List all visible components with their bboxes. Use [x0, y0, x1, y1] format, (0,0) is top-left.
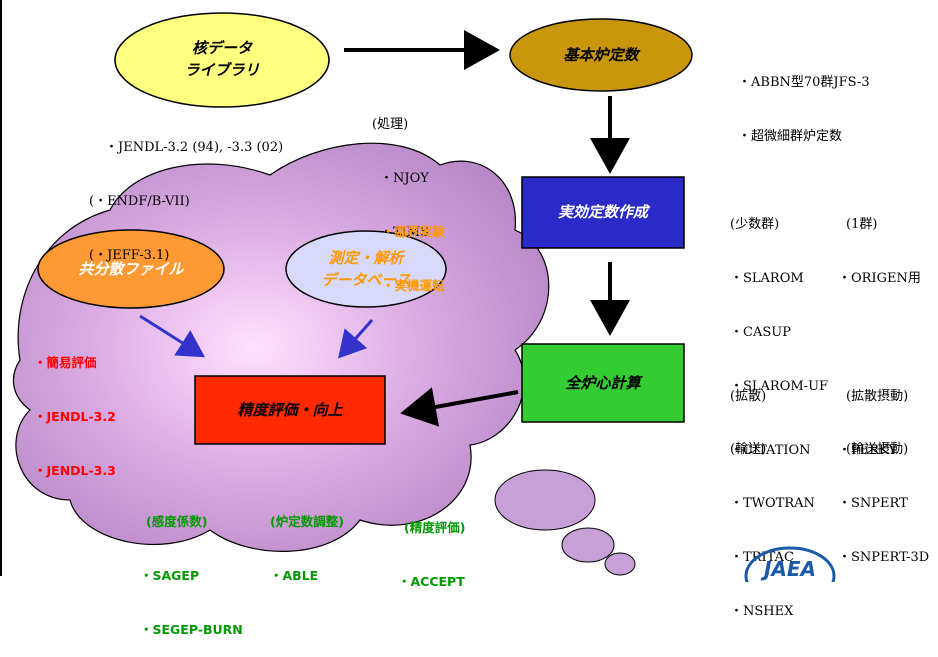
diffusion-perturb-note: (拡散摂動) ・PERKY	[838, 352, 908, 478]
transport-line3: ・TRITAC	[730, 550, 794, 565]
few-group-line3: ・CASUP	[730, 325, 791, 340]
node-effective-constants	[521, 176, 685, 249]
node-basic-constants	[509, 18, 693, 92]
arrow-db-to-accuracy	[338, 319, 374, 359]
left-border	[0, 0, 12, 576]
sensitivity-line2: ・SAGEP	[140, 568, 200, 583]
sensitivity-note: (感度係数) ・SAGEP ・SEGEP-BURN	[140, 477, 243, 657]
node-effective-constants-label: 実効定数作成	[557, 203, 648, 221]
critical-line2: ・実機運転	[382, 278, 445, 293]
transport-perturb-line1: (輸送摂動)	[846, 442, 909, 457]
diffusion-line1: (拡散)	[730, 389, 767, 404]
libraries-line2: (・ENDF/B-VII)	[89, 194, 190, 209]
cloud-bubble-medium	[561, 527, 615, 563]
diffusion-line2: ・CITATION	[730, 443, 811, 458]
one-group-line2: ・ORIGEN用	[838, 271, 921, 286]
diffusion-perturb-line2: ・PERKY	[838, 443, 897, 458]
cloud-bubble-large	[494, 469, 596, 531]
node-core-calc-label: 全炉心計算	[565, 374, 641, 392]
node-covariance	[37, 229, 225, 309]
basic-line2: ・超微細群炉定数	[738, 129, 843, 144]
transport-note: (輸送) ・TWOTRAN ・TRITAC ・NSHEX	[730, 405, 815, 639]
critical-line1: ・臨界実験	[382, 224, 445, 239]
adjustment-line1: (炉定数調整)	[270, 514, 344, 529]
basic-line1: ・ABBN型70群JFS-3	[738, 75, 870, 90]
few-group-line2: ・SLAROM	[730, 271, 804, 286]
library-line1: 核データ	[191, 39, 252, 57]
processing-line3: ・TIMS	[380, 225, 430, 240]
accuracy-eval-line1: (精度評価)	[404, 520, 466, 535]
diffusion-note: (拡散) ・CITATION	[730, 352, 811, 478]
few-group-line4: ・SLAROM-UF	[730, 379, 829, 394]
processing-note: (処理) ・NJOY ・TIMS	[372, 80, 430, 260]
jaea-logo: JAEA	[744, 546, 836, 582]
transport-line1: (輸送)	[730, 442, 767, 457]
logo-text: JAEA	[760, 557, 816, 581]
db-line1: 測定・解析	[328, 249, 404, 267]
processing-line2: ・NJOY	[380, 171, 429, 186]
library-line2: ライブラリ	[184, 61, 260, 79]
transport-line4: ・NSHEX	[730, 604, 794, 619]
processing-line1: (処理)	[372, 117, 409, 132]
sensitivity-line1: (感度係数)	[146, 514, 208, 529]
basic-note: ・ABBN型70群JFS-3 ・超微細群炉定数	[738, 38, 870, 164]
transport-line2: ・TWOTRAN	[730, 496, 815, 511]
few-group-line1: (少数群)	[730, 217, 780, 232]
node-nuclear-library	[114, 12, 330, 108]
node-core-calc	[521, 343, 685, 423]
adjustment-line2: ・ABLE	[270, 568, 319, 583]
simple-eval-line1: ・簡易評価	[34, 355, 97, 370]
node-accuracy-label: 精度評価・向上	[237, 401, 343, 419]
transport-perturb-line2: ・SNPERT	[838, 496, 908, 511]
node-measurement-db	[285, 230, 447, 308]
diffusion-perturb-line1: (拡散摂動)	[846, 389, 909, 404]
libraries-note: ・JENDL-3.2 (94), -3.3 (02) (・ENDF/B-VII)…	[89, 103, 284, 283]
transport-perturb-note: (輸送摂動) ・SNPERT ・SNPERT-3D	[838, 405, 929, 585]
node-covariance-label: 共分散ファイル	[78, 260, 184, 278]
node-measurement-db-label: 測定・解析 データベース	[296, 247, 436, 291]
node-nuclear-library-label: 核データ ライブラリ	[152, 37, 292, 81]
adjustment-note: (炉定数調整) ・ABLE	[270, 477, 344, 603]
one-group-line1: (1群)	[846, 217, 878, 232]
simple-eval-note: ・簡易評価 ・JENDL-3.2 ・JENDL-3.3	[34, 318, 116, 498]
simple-eval-line2: ・JENDL-3.2	[34, 409, 116, 424]
critical-note: ・臨界実験 ・実機運転	[382, 187, 445, 313]
node-accuracy	[194, 375, 386, 445]
transport-perturb-line3: ・SNPERT-3D	[838, 550, 930, 565]
accuracy-eval-note: (精度評価) ・ACCEPT	[398, 483, 465, 609]
cloud-bubble-small	[604, 552, 636, 576]
simple-eval-line3: ・JENDL-3.3	[34, 463, 116, 478]
one-group-note: (1群) ・ORIGEN用	[838, 180, 921, 306]
libraries-line3: (・JEFF-3.1)	[89, 248, 170, 263]
few-group-note: (少数群) ・SLAROM ・CASUP ・SLAROM-UF	[730, 180, 828, 414]
arrow-core-to-accuracy	[400, 387, 519, 427]
node-basic-constants-label: 基本炉定数	[563, 46, 639, 64]
flow-diagram	[12, 12, 693, 576]
sensitivity-line3: ・SEGEP-BURN	[140, 622, 243, 637]
libraries-line1: ・JENDL-3.2 (94), -3.3 (02)	[105, 140, 284, 155]
arrow-covariance-to-accuracy	[139, 314, 206, 358]
db-line2: データベース	[321, 271, 411, 289]
